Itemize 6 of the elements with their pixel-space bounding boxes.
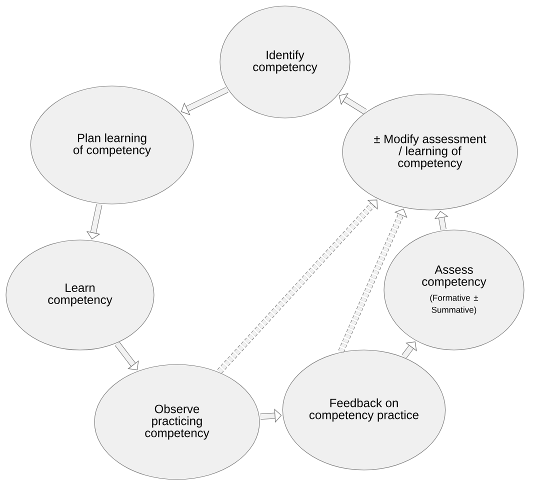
- block-arrow: [181, 87, 228, 116]
- block-arrow: [402, 342, 417, 358]
- block-arrow: [338, 208, 408, 353]
- block-arrow: [338, 93, 367, 114]
- block-arrow: [114, 342, 139, 370]
- block-arrow: [217, 200, 378, 374]
